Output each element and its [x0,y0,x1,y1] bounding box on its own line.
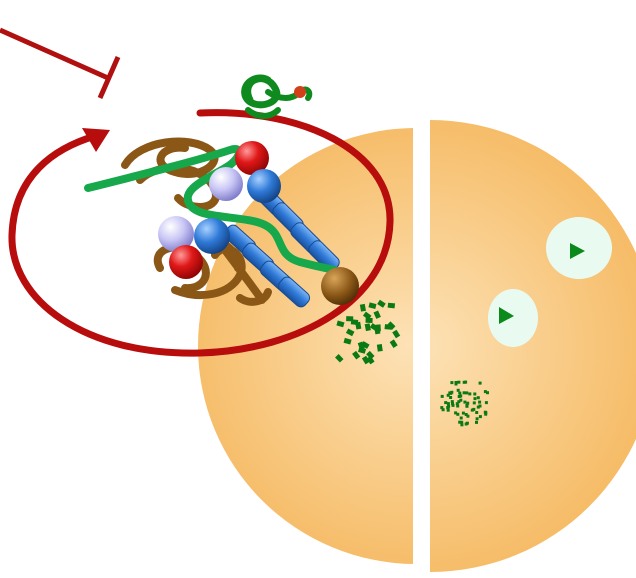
speckle-dot [456,413,459,416]
speckle-dot [475,411,478,414]
speckle-dot [447,405,450,408]
vacuole-lower [488,289,538,347]
speckle-dot [457,381,460,384]
speckle-dot [455,381,458,384]
speckle-dot [458,392,461,395]
speckle-dash [385,324,392,330]
speckle-dot [444,401,447,404]
speckle-dash [388,303,395,309]
speckle-dot [477,406,480,409]
speckle-dot [457,400,460,403]
speckle-dot [475,421,478,424]
speckle-dot [450,381,453,384]
speckle-dot [466,402,469,405]
small-green-protein [245,78,310,116]
brown-sphere [321,267,359,305]
speckle-dot [451,402,454,405]
speckle-dot [460,423,463,426]
speckle-dot [478,401,481,404]
red-sphere [169,245,203,279]
speckle-dot [463,381,466,384]
speckle-dot [463,401,466,404]
speckle-dash [346,316,353,321]
speckle-dot [447,402,450,405]
speckle-dot [477,396,480,399]
speckle-dot [468,392,471,395]
speckle-dash [365,318,372,323]
speckle-dot [440,406,443,409]
vacuole-upper [546,217,612,279]
speckle-dot [448,391,451,394]
speckle-dot [474,397,477,400]
speckle-dot [473,393,476,396]
speckle-dot [441,395,444,398]
speckle-dot [485,401,488,404]
speckle-dot [462,412,465,415]
speckle-dot [476,417,479,420]
inhibition-bar [0,30,118,98]
speckle-dot [479,382,482,385]
speckle-dot [479,415,482,418]
speckle-dot [457,389,460,392]
speckle-dot [484,390,487,393]
speckle-dot [465,413,468,416]
speckle-dot [465,391,468,394]
speckle-dash [377,344,383,352]
speckle-dot [458,395,461,398]
speckle-dot [471,409,474,412]
lavender-sphere [209,167,243,201]
speckle-dot [463,391,466,394]
speckle-dot [456,405,459,408]
speckle-dot [466,422,469,425]
speckle-dot [460,417,463,420]
blue-sphere [247,169,281,203]
speckle-dot [484,413,487,416]
blue-sphere [194,218,230,254]
speckle-dash [376,324,381,331]
speckle-dot [473,401,476,404]
speckle-dot [449,396,452,399]
